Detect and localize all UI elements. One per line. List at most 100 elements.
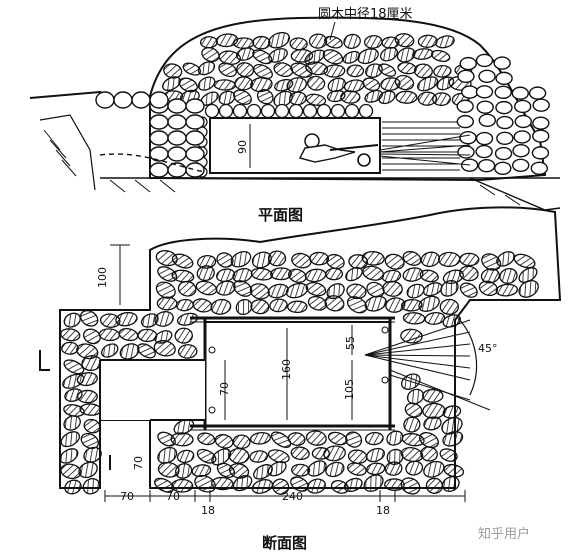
trench-path-dashed — [99, 153, 206, 173]
stone — [459, 265, 479, 282]
stone — [378, 90, 396, 105]
stone — [287, 432, 306, 446]
stone — [322, 49, 344, 65]
stone — [149, 146, 169, 162]
dim-90: 90 — [236, 140, 249, 154]
stone — [177, 280, 197, 297]
stone — [291, 463, 311, 477]
section-view: 45° 160 70 55 105 100 70 70 70 — [39, 206, 562, 552]
stone — [287, 300, 308, 314]
stone — [378, 63, 397, 77]
stone — [494, 146, 513, 161]
stone — [405, 460, 424, 476]
stone — [345, 266, 363, 282]
stone — [83, 446, 102, 463]
timber-dim-right: 18 — [376, 504, 390, 517]
stone — [232, 475, 253, 492]
stone — [496, 131, 514, 145]
stone — [185, 114, 205, 130]
stone — [457, 69, 475, 84]
stone — [267, 250, 287, 267]
stone — [210, 298, 232, 315]
stone — [403, 416, 421, 433]
stone — [345, 431, 363, 448]
stone — [177, 344, 198, 359]
stone — [439, 298, 460, 315]
stone — [272, 478, 290, 495]
stone — [251, 479, 274, 494]
stone — [228, 463, 250, 479]
stone — [423, 282, 443, 297]
stone — [343, 33, 361, 50]
stone — [478, 69, 496, 84]
stone — [461, 85, 479, 99]
stone — [495, 71, 513, 86]
stone — [513, 99, 532, 114]
dim-100: 100 — [96, 267, 109, 288]
stone — [459, 282, 478, 298]
stone — [79, 309, 99, 327]
stone — [162, 76, 181, 91]
stone — [518, 279, 539, 298]
stone — [420, 446, 438, 462]
stone — [400, 477, 421, 495]
base-dim-2: 70 — [166, 490, 180, 503]
timber-note: 圆木中径18厘米 — [318, 7, 413, 22]
stone — [306, 478, 326, 494]
stone — [457, 145, 475, 159]
stone — [456, 114, 475, 129]
stone — [60, 431, 81, 448]
stone — [64, 479, 82, 495]
stone — [512, 144, 530, 158]
stone — [511, 86, 529, 100]
stone — [213, 79, 236, 91]
stone — [167, 114, 187, 130]
stone — [512, 158, 530, 172]
stone — [324, 295, 345, 312]
stone — [459, 130, 477, 145]
stone — [363, 474, 384, 492]
stone — [268, 31, 291, 49]
stone — [131, 91, 151, 109]
stone — [424, 311, 446, 325]
stone — [76, 372, 98, 387]
stone — [346, 64, 365, 78]
stone — [309, 251, 330, 266]
stone — [478, 113, 497, 128]
stone — [137, 328, 158, 343]
stone — [153, 340, 176, 357]
log — [260, 103, 276, 119]
dim-160: 160 — [280, 359, 293, 380]
stone — [439, 448, 458, 462]
stone — [230, 250, 252, 268]
stone — [417, 34, 438, 48]
stone — [154, 311, 174, 327]
stone — [395, 90, 418, 104]
stone — [422, 402, 446, 419]
stone — [418, 295, 440, 312]
log — [302, 103, 318, 119]
dim-55: 55 — [344, 336, 357, 350]
stone — [170, 432, 194, 447]
watermark: 知乎用户 — [478, 526, 530, 542]
stone — [113, 91, 133, 109]
stone — [432, 92, 451, 107]
stone — [273, 62, 294, 78]
stone — [307, 75, 326, 91]
stone — [442, 314, 462, 328]
stone — [459, 56, 477, 71]
stone — [214, 434, 234, 449]
stone — [228, 447, 250, 464]
stone — [252, 35, 271, 50]
stone — [196, 265, 215, 282]
stone — [413, 63, 433, 79]
stone — [518, 267, 538, 283]
stone — [365, 447, 385, 463]
plan-title: 平面图 — [258, 206, 303, 224]
stone — [475, 85, 494, 99]
stone — [441, 476, 460, 492]
stone — [440, 279, 459, 297]
stone — [528, 86, 547, 100]
stone — [459, 252, 480, 267]
stone — [82, 477, 101, 495]
